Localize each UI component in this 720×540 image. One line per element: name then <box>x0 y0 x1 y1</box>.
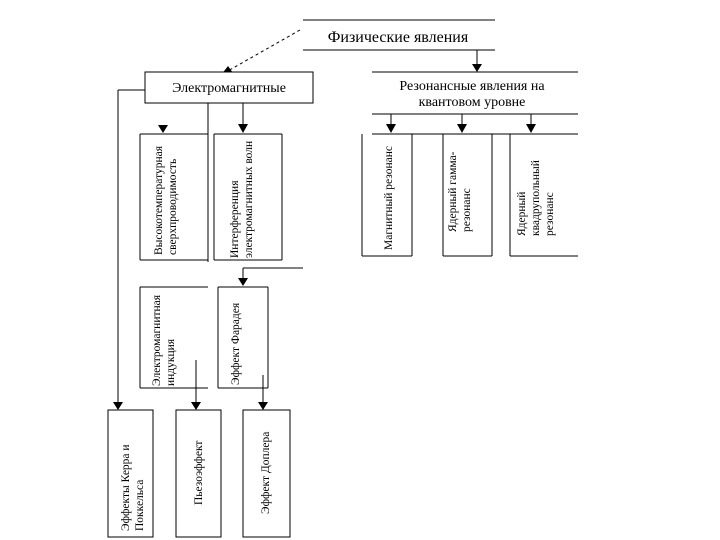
faraday-label: Эффект Фарадея <box>230 302 242 385</box>
svg-text:Электромагнитная: Электромагнитная <box>151 294 163 386</box>
arrowhead <box>238 124 248 133</box>
doppler-label: Эффект Доплера <box>260 432 272 514</box>
root-node: Физические явления <box>303 19 495 51</box>
svg-text:Эффекты Керра и: Эффекты Керра и <box>120 444 132 531</box>
arrowhead <box>457 124 467 133</box>
arrowhead <box>113 402 123 410</box>
arrowhead <box>386 124 396 133</box>
piezo-label: Пьезоэффект <box>193 441 205 505</box>
htsc-label: Высокотемпературная сверхпроводимость <box>153 145 179 255</box>
electromagnetic-label: Электромагнитные <box>172 81 286 96</box>
svg-text:квадрупольный: квадрупольный <box>530 160 542 236</box>
svg-text:сверхпроводимость: сверхпроводимость <box>167 159 179 255</box>
resonance-label-line2: квантовом уровне <box>419 95 526 110</box>
nuclear-gamma-label: Ядерный гамма- резонанс <box>447 151 473 232</box>
svg-text:Поккельса: Поккельса <box>134 480 146 531</box>
arrowhead <box>158 125 168 133</box>
doppler-node: Эффект Доплера <box>242 409 291 538</box>
root-title: Физические явления <box>328 29 469 46</box>
em-induction-label: Электромагнитная индукция <box>151 294 177 386</box>
interference-label: Интерференция электромагнитных волн <box>229 141 255 258</box>
svg-text:Высокотемпературная: Высокотемпературная <box>153 145 165 255</box>
svg-text:резонанс: резонанс <box>544 192 556 236</box>
root-to-em-connector <box>225 29 301 73</box>
electromagnetic-node: Электромагнитные <box>144 71 314 104</box>
arrowhead <box>258 402 268 410</box>
kerr-pockels-node: Эффекты Керра и Поккельса <box>107 409 154 538</box>
arrowhead <box>472 64 482 72</box>
nuclear-quadrupole-label: Ядерный квадрупольный резонанс <box>516 160 556 236</box>
resonance-node: Резонансные явления на квантовом уровне <box>372 71 578 110</box>
svg-text:Ядерный: Ядерный <box>516 192 528 236</box>
svg-text:резонанс: резонанс <box>461 188 473 232</box>
resonance-label-line1: Резонансные явления на <box>399 79 545 94</box>
svg-text:Ядерный гамма-: Ядерный гамма- <box>447 151 459 232</box>
arrowhead <box>191 402 201 410</box>
piezo-node: Пьезоэффект <box>175 409 222 538</box>
svg-text:индукция: индукция <box>165 338 177 386</box>
magnetic-resonance-label: Магнитный резонанс <box>383 146 395 250</box>
arrowhead <box>526 124 536 133</box>
arrowhead <box>238 278 248 286</box>
svg-text:электромагнитных волн: электромагнитных волн <box>243 141 255 258</box>
svg-text:Интерференция: Интерференция <box>229 180 241 258</box>
